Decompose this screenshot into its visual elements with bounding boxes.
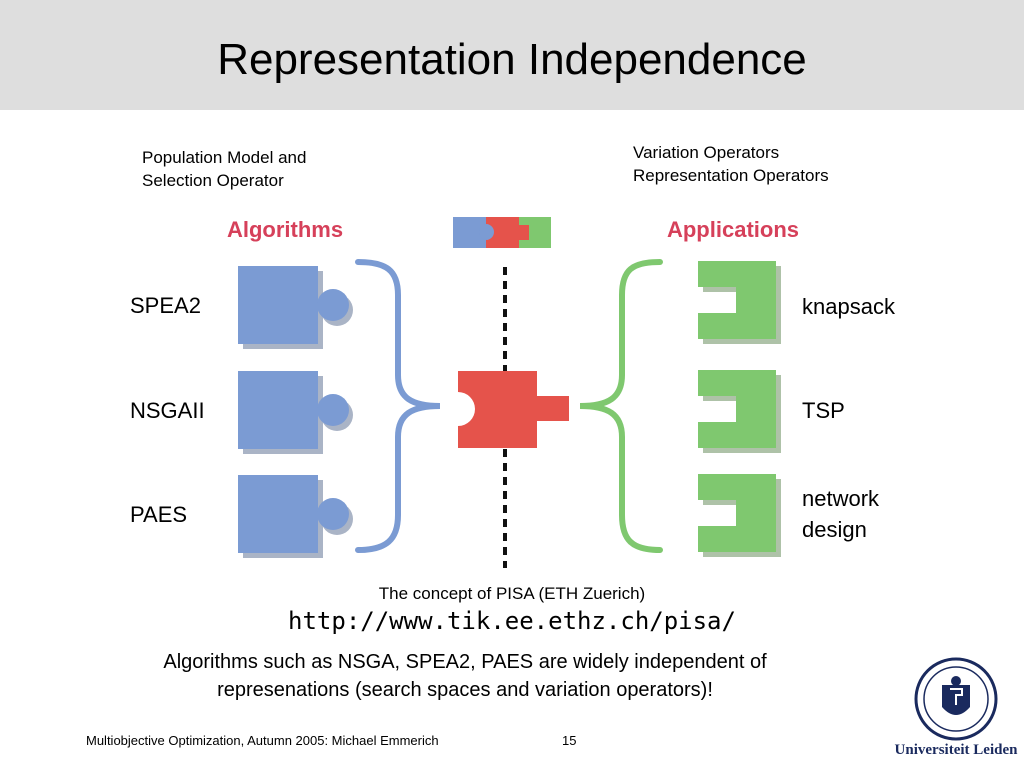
slide-title: Representation Independence [217,35,807,84]
right-note-line: Variation Operators [633,143,780,162]
footer-text: Multiobjective Optimization, Autumn 2005… [86,733,439,748]
right-brace [579,259,663,553]
algorithm-label: PAES [130,502,187,527]
pisa-caption: The concept of PISA (ETH Zuerich) [378,584,646,603]
algorithms-header: Algorithms [227,217,343,242]
right-note-line: Representation Operators [633,166,829,185]
left-note: Population Model and Selection Operator [142,146,306,192]
combined-puzzle-icon [453,217,551,248]
application-piece [698,261,781,344]
right-note: Variation Operators Representation Opera… [633,141,829,187]
application-label: design [802,517,867,542]
left-note-line: Population Model and [142,148,307,167]
university-logo-text: Universiteit Leiden [894,742,1018,758]
algorithm-piece [238,475,353,558]
application-piece [698,474,781,557]
application-piece [698,370,781,453]
algorithm-piece [238,266,353,349]
page-number: 15 [562,733,577,748]
applications-header: Applications [667,217,799,242]
central-module-piece [458,371,569,448]
application-label: TSP [802,398,845,423]
summary-text: Algorithms such as NSGA, SPEA2, PAES are… [60,648,870,704]
left-note-line: Selection Operator [142,171,284,190]
application-label: knapsack [802,294,896,319]
pisa-url: http://www.tik.ee.ethz.ch/pisa/ [288,607,736,635]
summary-line: represenations (search spaces and variat… [217,679,713,701]
university-seal-icon [914,657,998,741]
application-label: network [802,486,880,511]
title-bar [0,0,1024,110]
algorithm-label: NSGAII [130,398,205,423]
left-brace [355,259,441,553]
summary-line: Algorithms such as NSGA, SPEA2, PAES are… [163,651,767,673]
pisa-diagram: Algorithms Applications SPEA2 NSGAII PAE… [130,217,896,568]
algorithm-label: SPEA2 [130,293,201,318]
algorithm-piece [238,371,353,454]
